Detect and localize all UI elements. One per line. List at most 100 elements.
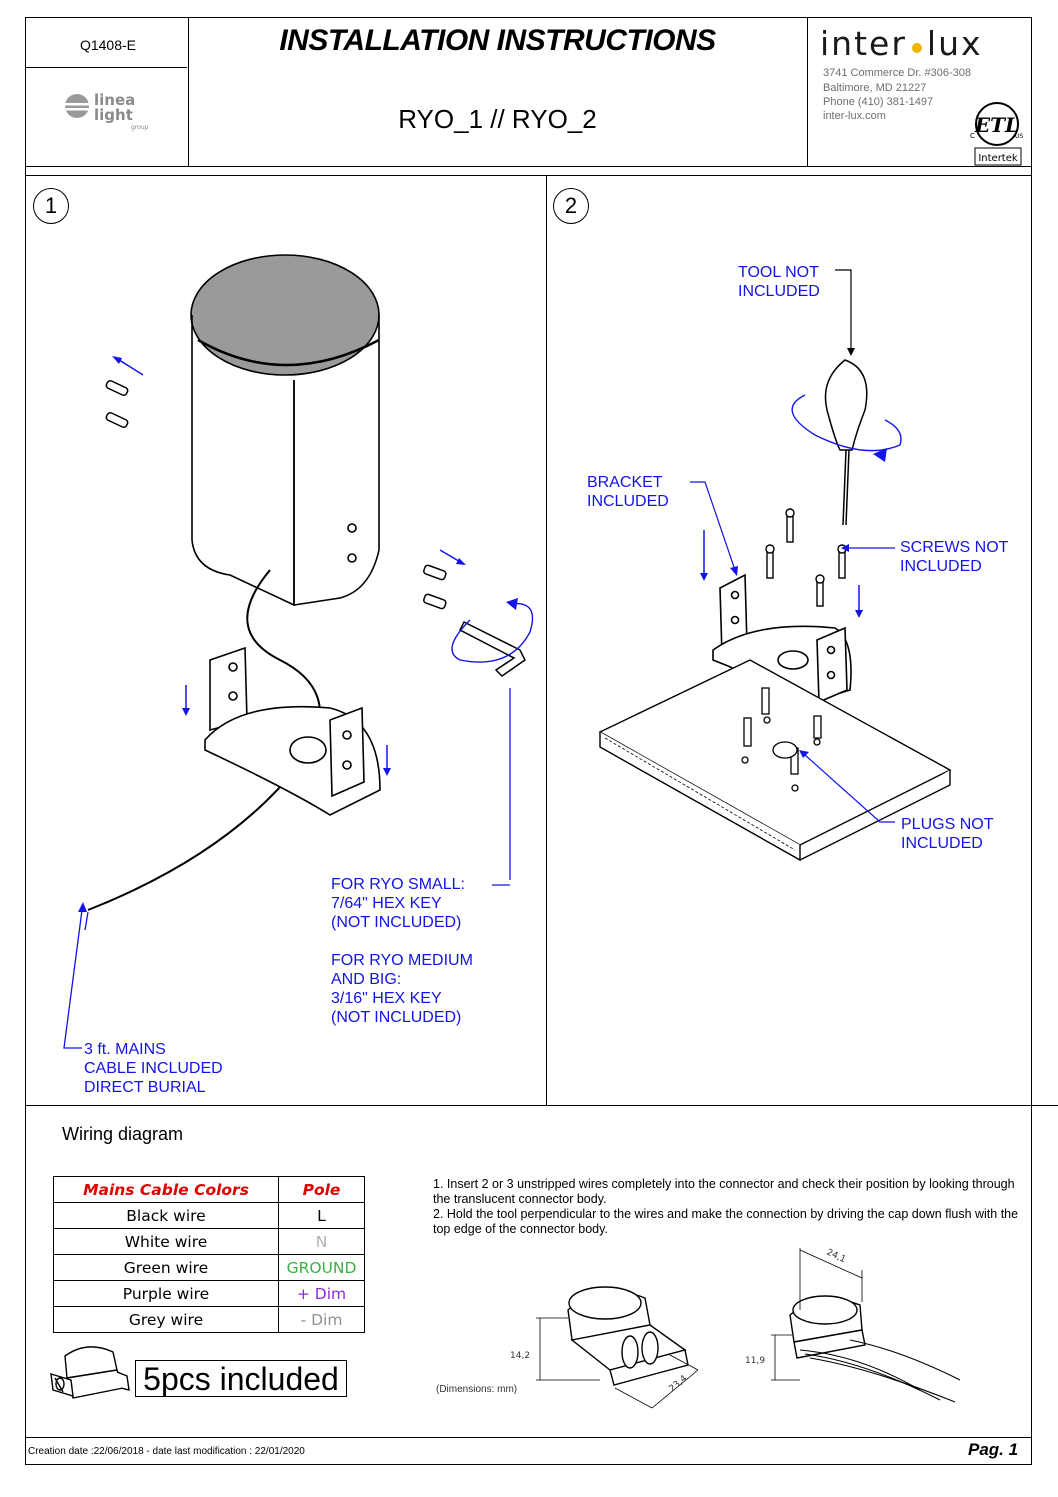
wiring-top-line bbox=[25, 1105, 1058, 1106]
steps-divider bbox=[546, 175, 547, 1105]
wire-pole: - Dim bbox=[278, 1306, 365, 1333]
tool-note-line: INCLUDED bbox=[738, 283, 820, 300]
header-divider-left bbox=[25, 67, 187, 68]
tool-note-line: TOOL NOT bbox=[738, 264, 819, 281]
wire-pole: L bbox=[278, 1202, 365, 1229]
dim-height-b: 11,9 bbox=[745, 1356, 765, 1366]
step-2-illustration bbox=[598, 269, 952, 862]
wire-name: Purple wire bbox=[53, 1280, 279, 1307]
wiring-diagram-title: Wiring diagram bbox=[62, 1124, 184, 1144]
etl-mark-text: ETL bbox=[974, 113, 1019, 137]
mounting-surface bbox=[598, 659, 952, 862]
interlux-logo: inter lux bbox=[820, 24, 1020, 64]
wire-name: White wire bbox=[53, 1228, 279, 1255]
hex-key-note-line: 7/64" HEX KEY bbox=[331, 895, 442, 912]
mounting-bracket bbox=[204, 646, 381, 816]
footer-line bbox=[25, 1437, 1032, 1438]
connector-icon bbox=[50, 1346, 130, 1399]
tool-note: TOOL NOT INCLUDED bbox=[738, 263, 820, 301]
page-subtitle: RYO_1 // RYO_2 bbox=[398, 104, 597, 134]
plugs-note-line: INCLUDED bbox=[901, 835, 983, 852]
linea-light-logo: linea light group bbox=[64, 89, 154, 133]
connector-instructions: 1. Insert 2 or 3 unstripped wires comple… bbox=[433, 1177, 1023, 1237]
header-col-line-1 bbox=[188, 17, 189, 166]
connector-dimension-drawing: 14,2 23,4 11,9 24,1 bbox=[510, 1248, 961, 1409]
table-header-cell: Mains Cable Colors bbox=[53, 1176, 279, 1203]
hex-key-note-line: (NOT INCLUDED) bbox=[331, 914, 462, 931]
connector-closed-drawing bbox=[789, 1295, 866, 1359]
wire-pole: + Dim bbox=[278, 1280, 365, 1307]
etl-right-text: US bbox=[1015, 133, 1023, 140]
header-bottom-line-2 bbox=[25, 175, 1032, 176]
brand-address-2: Baltimore, MD 21227 bbox=[823, 82, 927, 94]
bracket-screws bbox=[423, 564, 447, 610]
header-col-line-2 bbox=[807, 17, 808, 166]
dimensions-caption: (Dimensions: mm) bbox=[436, 1384, 518, 1395]
wire-color-table: Mains Cable Colors Pole Black wire L Whi… bbox=[53, 1176, 365, 1333]
hex-key-note-line: (NOT INCLUDED) bbox=[331, 1009, 462, 1026]
dim-length: 23,4 bbox=[668, 1374, 690, 1395]
hex-key-note-spacer bbox=[331, 932, 531, 951]
intertek-text: Intertek bbox=[978, 153, 1018, 164]
cable-note-line: 3 ft. MAINS bbox=[84, 1041, 166, 1058]
etl-certification-mark: ETL C US Intertek bbox=[967, 98, 1029, 168]
screwdriver bbox=[824, 359, 868, 526]
hex-key-note-line: AND BIG: bbox=[331, 971, 402, 988]
svg-text:light: light bbox=[94, 106, 133, 124]
wire-pole: N bbox=[278, 1228, 365, 1255]
cable-leader-line bbox=[63, 902, 87, 1049]
screws-note: SCREWS NOT INCLUDED bbox=[900, 538, 1008, 576]
header-bottom-line bbox=[25, 166, 1032, 167]
step-1-illustration bbox=[84, 254, 534, 930]
wire-name: Green wire bbox=[53, 1254, 279, 1281]
brand-phone: Phone (410) 381-1497 bbox=[823, 96, 934, 108]
bracket-note-line: INCLUDED bbox=[587, 493, 669, 510]
brand-name-left: inter bbox=[820, 24, 907, 63]
step-2-number: 2 bbox=[553, 188, 589, 224]
cable-note-line: DIRECT BURIAL bbox=[84, 1079, 206, 1096]
wire-name: Black wire bbox=[53, 1202, 279, 1229]
dim-height-a: 14,2 bbox=[510, 1351, 530, 1361]
page-number: Pag. 1 bbox=[968, 1440, 1019, 1459]
connector-open-drawing bbox=[567, 1286, 689, 1386]
table-row: Black wire L bbox=[53, 1202, 365, 1229]
plugs bbox=[741, 687, 822, 792]
svg-text:linea: linea bbox=[94, 91, 135, 109]
plugs-note-line: PLUGS NOT bbox=[901, 816, 994, 833]
instruction-step: 2. Hold the tool perpendicular to the wi… bbox=[433, 1207, 1019, 1236]
table-row: White wire N bbox=[53, 1228, 365, 1255]
etl-left-text: C bbox=[970, 132, 975, 140]
page-frame bbox=[25, 17, 1032, 1465]
bracket-step2 bbox=[712, 573, 852, 706]
hex-key-note-line: FOR RYO MEDIUM bbox=[331, 952, 473, 969]
pieces-included-label: 5pcs included bbox=[135, 1360, 347, 1397]
brand-web: inter-lux.com bbox=[823, 110, 886, 122]
table-row: Green wire GROUND bbox=[53, 1254, 365, 1281]
page-title: INSTALLATION INSTRUCTIONS bbox=[279, 24, 716, 57]
wire-pole: GROUND bbox=[278, 1254, 365, 1281]
wire-name: Grey wire bbox=[53, 1306, 279, 1333]
screws-note-line: SCREWS NOT bbox=[900, 539, 1009, 556]
creation-date: Creation date :22/06/2018 - date last mo… bbox=[28, 1446, 305, 1457]
plugs-note: PLUGS NOT INCLUDED bbox=[901, 815, 993, 853]
hex-key bbox=[458, 620, 526, 677]
hex-key-note: FOR RYO SMALL: 7/64" HEX KEY (NOT INCLUD… bbox=[331, 875, 531, 1027]
screws bbox=[765, 508, 847, 607]
cable-note-line: CABLE INCLUDED bbox=[84, 1060, 223, 1077]
table-header-cell: Pole bbox=[278, 1176, 365, 1203]
hex-key-note-line: FOR RYO SMALL: bbox=[331, 876, 465, 893]
lamp-body bbox=[190, 254, 380, 607]
logo-dot-icon bbox=[911, 42, 922, 53]
step-1-number: 1 bbox=[33, 188, 69, 224]
table-row: Grey wire - Dim bbox=[53, 1306, 365, 1333]
brand-address-1: 3741 Commerce Dr. #306-308 bbox=[823, 67, 971, 79]
hex-key-note-line: 3/16" HEX KEY bbox=[331, 990, 442, 1007]
bracket-note-line: BRACKET bbox=[587, 474, 663, 491]
cable-note: 3 ft. MAINS CABLE INCLUDED DIRECT BURIAL bbox=[84, 1040, 284, 1097]
instruction-step: 1. Insert 2 or 3 unstripped wires comple… bbox=[433, 1177, 1015, 1206]
brand-name-right: lux bbox=[926, 24, 983, 63]
document-code: Q1408-E bbox=[79, 37, 137, 53]
table-row: Purple wire + Dim bbox=[53, 1280, 365, 1307]
bracket-note: BRACKET INCLUDED bbox=[587, 473, 669, 511]
side-screws-left bbox=[105, 379, 129, 429]
